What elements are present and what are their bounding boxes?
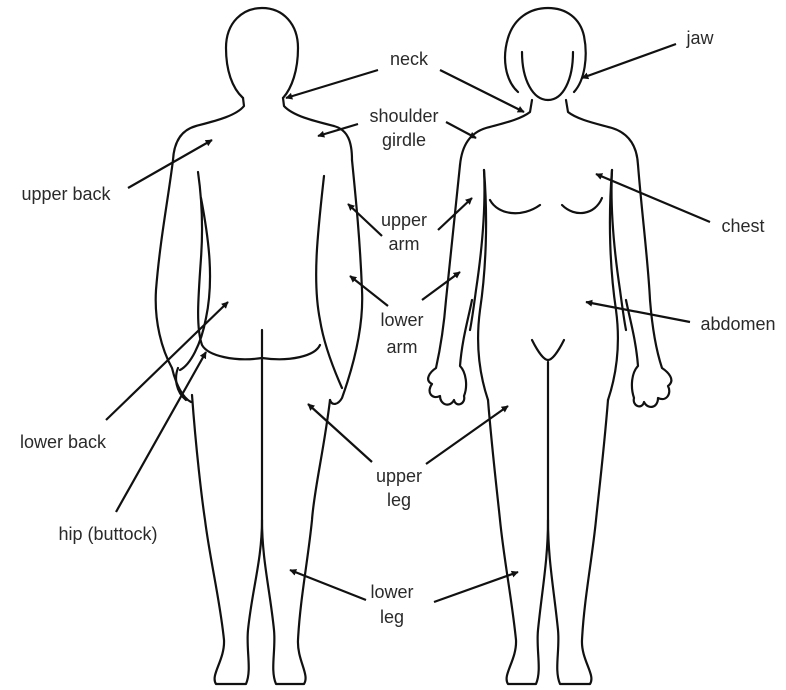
label-upper-arm-line1: upper (381, 210, 427, 230)
arrow-shoulder-front (446, 122, 476, 138)
front-figure-torso (478, 170, 488, 400)
front-figure-face (522, 52, 573, 100)
arrow-lower-arm-front (422, 272, 460, 300)
front-figure-left-leg (488, 362, 548, 684)
back-view-figure (156, 8, 363, 684)
label-neck: neck (390, 49, 429, 69)
front-figure-chest (490, 200, 540, 213)
front-figure-groin (532, 340, 564, 360)
label-upper-leg-line1: upper (376, 466, 422, 486)
arrow-hip (116, 352, 206, 512)
back-figure-right-leg (262, 400, 330, 684)
label-shoulder-girdle-line2: girdle (382, 130, 426, 150)
arrow-upper-leg-back (308, 404, 372, 462)
arrow-shoulder-back (318, 124, 358, 136)
front-figure-left-arm (428, 165, 472, 405)
label-upper-back: upper back (21, 184, 111, 204)
label-jaw: jaw (685, 28, 714, 48)
front-figure-right-arm (626, 165, 671, 407)
back-figure-left-leg (192, 330, 262, 684)
arrow-lower-arm-back (350, 276, 388, 306)
label-chest: chest (721, 216, 764, 236)
label-lower-back: lower back (20, 432, 107, 452)
back-figure-head (226, 8, 298, 98)
label-shoulder-girdle-line1: shoulder (369, 106, 438, 126)
label-lower-leg-line2: leg (380, 607, 404, 627)
back-figure-neck (173, 98, 244, 160)
arrow-neck-back (286, 70, 378, 98)
label-upper-leg-line2: leg (387, 490, 411, 510)
arrow-neck-front (440, 70, 524, 112)
label-hip-buttock: hip (buttock) (58, 524, 157, 544)
front-figure-hair (505, 8, 586, 92)
arrow-lower-back (106, 302, 228, 420)
arrow-upper-arm-back (348, 204, 382, 236)
arrow-upper-leg-front (426, 406, 508, 464)
label-lower-arm-line2: arm (387, 337, 418, 357)
label-upper-arm-line2: arm (389, 234, 420, 254)
region-labels: neck jaw shoulder girdle upper back ches… (20, 28, 776, 627)
arrow-jaw (582, 44, 676, 78)
front-view-figure (428, 8, 671, 684)
label-lower-leg-line1: lower (370, 582, 413, 602)
label-lower-arm-line1: lower (380, 310, 423, 330)
front-figure-right-leg (548, 400, 608, 684)
back-figure-torso (198, 172, 320, 359)
label-abdomen: abdomen (700, 314, 775, 334)
arrow-abdomen (586, 302, 690, 322)
arrow-lower-leg-front (434, 572, 518, 602)
